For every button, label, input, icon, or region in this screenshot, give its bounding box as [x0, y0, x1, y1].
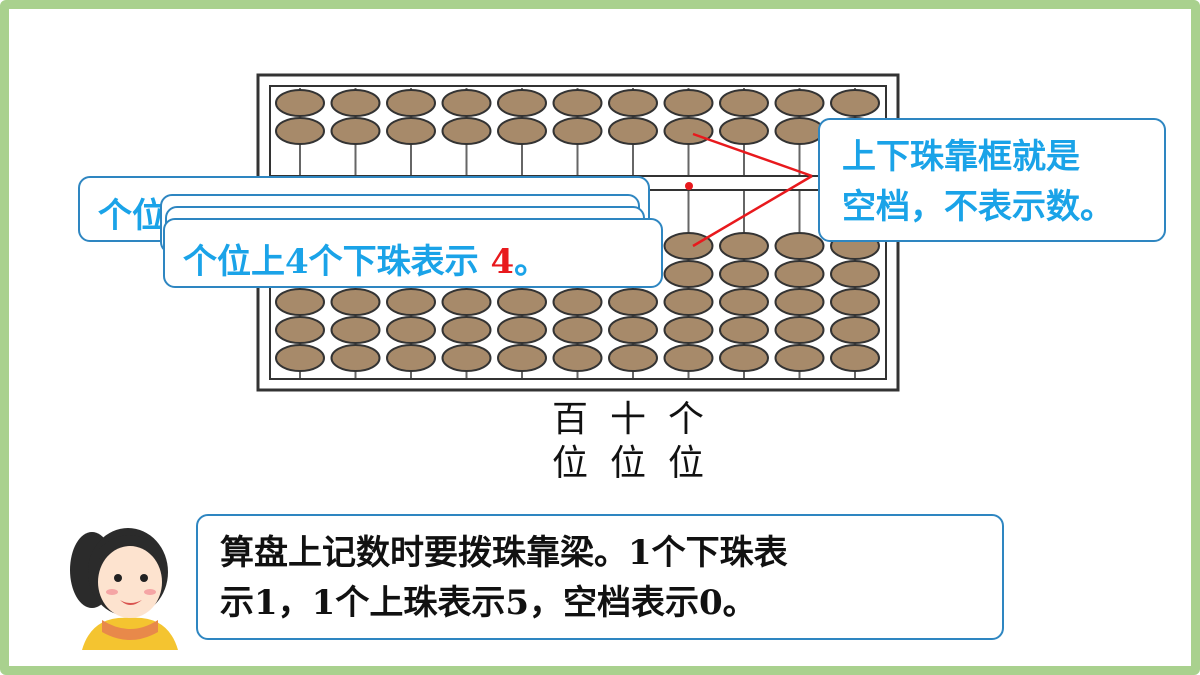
abacus-bead [330, 117, 381, 145]
abacus-bead [441, 288, 492, 316]
callout-empty-column: 上下珠靠框就是 空档，不表示数。 [818, 118, 1166, 242]
teacher-avatar [70, 528, 178, 650]
abacus-bead [441, 117, 492, 145]
place-label-ones: 个 位 [664, 398, 714, 486]
abacus-bead [774, 232, 825, 260]
abacus-bead [663, 344, 714, 372]
abacus-bead [719, 260, 769, 288]
abacus-bead [386, 288, 436, 316]
teacher-speech-bubble: 算盘上记数时要拨珠靠梁。1个下珠表 示1，1个上珠表示5，空档表示0。 [196, 514, 1004, 640]
abacus-bead [552, 288, 603, 316]
abacus-bead [552, 89, 603, 117]
place-label-hundreds: 百 位 [548, 398, 598, 486]
abacus-bead [275, 89, 325, 117]
abacus-bead [608, 344, 658, 372]
abacus-bead [719, 288, 769, 316]
abacus-bead [663, 89, 714, 117]
unit-dot [685, 182, 693, 190]
callout-empty-text: 上下珠靠框就是 空档，不表示数。 [842, 132, 1114, 232]
callout-ones-place: 个位上4个下珠表示 4。 [163, 218, 663, 288]
abacus-bead [719, 89, 769, 117]
abacus-bead [608, 89, 658, 117]
abacus-bead [386, 316, 436, 344]
teacher-speech-text: 算盘上记数时要拨珠靠梁。1个下珠表 示1，1个上珠表示5，空档表示0。 [220, 528, 788, 628]
place-label-ones-top: 个 [667, 399, 710, 440]
abacus-bead [830, 288, 880, 316]
abacus-bead [830, 260, 880, 288]
teacher-speech-line1: 算盘上记数时要拨珠靠梁。1个下珠表 [220, 533, 788, 573]
callout-ones-number: 4 [490, 242, 515, 282]
place-label-ones-bottom: 位 [667, 443, 710, 484]
abacus-bead [497, 344, 547, 372]
abacus-bead [719, 117, 769, 145]
pointer-line-bottom [692, 174, 813, 248]
abacus-bead [663, 232, 714, 260]
abacus-bead [663, 316, 714, 344]
abacus-bead [497, 89, 547, 117]
abacus-bead [774, 344, 825, 372]
callout-empty-line2: 空档，不表示数。 [842, 187, 1114, 227]
abacus-bead [441, 344, 492, 372]
abacus-bead [330, 344, 381, 372]
place-label-tens-bottom: 位 [609, 443, 652, 484]
abacus-bead [441, 89, 492, 117]
callout-back-text: 个位 [98, 196, 166, 236]
callout-ones-prefix: 个位上4个下珠表示 [183, 242, 491, 282]
abacus-bead [330, 288, 381, 316]
place-label-tens: 十 位 [606, 398, 656, 486]
abacus-bead [774, 117, 825, 145]
abacus-bead [552, 344, 603, 372]
abacus-bead [608, 288, 658, 316]
teacher-speech-line2: 示1，1个上珠表示5，空档表示0。 [220, 583, 757, 623]
abacus-bead [497, 117, 547, 145]
abacus-bead [275, 288, 325, 316]
abacus-bead [608, 316, 658, 344]
abacus-bead [774, 89, 825, 117]
place-label-hundreds-bottom: 位 [551, 443, 594, 484]
abacus-bead [386, 89, 436, 117]
abacus-bead [719, 344, 769, 372]
abacus-bead [275, 344, 325, 372]
abacus-bead [663, 117, 714, 145]
abacus-bead [663, 288, 714, 316]
place-label-tens-top: 十 [609, 399, 652, 440]
place-label-hundreds-top: 百 [551, 399, 594, 440]
abacus-bead [774, 260, 825, 288]
abacus-bead [275, 117, 325, 145]
abacus-bead [497, 288, 547, 316]
abacus-bead [386, 344, 436, 372]
abacus-bead [830, 344, 880, 372]
abacus-bead [330, 316, 381, 344]
abacus-bead [552, 316, 603, 344]
abacus-bead [330, 89, 381, 117]
abacus-bead [275, 316, 325, 344]
abacus-bead [663, 260, 714, 288]
abacus-bead [774, 316, 825, 344]
callout-ones-text: 个位上4个下珠表示 4。 [183, 234, 548, 283]
abacus-bead [830, 316, 880, 344]
abacus-bead [719, 316, 769, 344]
callout-ones-suffix: 。 [514, 242, 549, 282]
pointer-line-top [692, 132, 813, 178]
abacus-bead [497, 316, 547, 344]
abacus-bead [774, 288, 825, 316]
abacus-bead [830, 89, 880, 117]
abacus-bead [719, 232, 769, 260]
abacus-bead [552, 117, 603, 145]
abacus-bead [386, 117, 436, 145]
abacus-bead [608, 117, 658, 145]
callout-empty-line1: 上下珠靠框就是 [842, 137, 1080, 177]
abacus-bead [441, 316, 492, 344]
